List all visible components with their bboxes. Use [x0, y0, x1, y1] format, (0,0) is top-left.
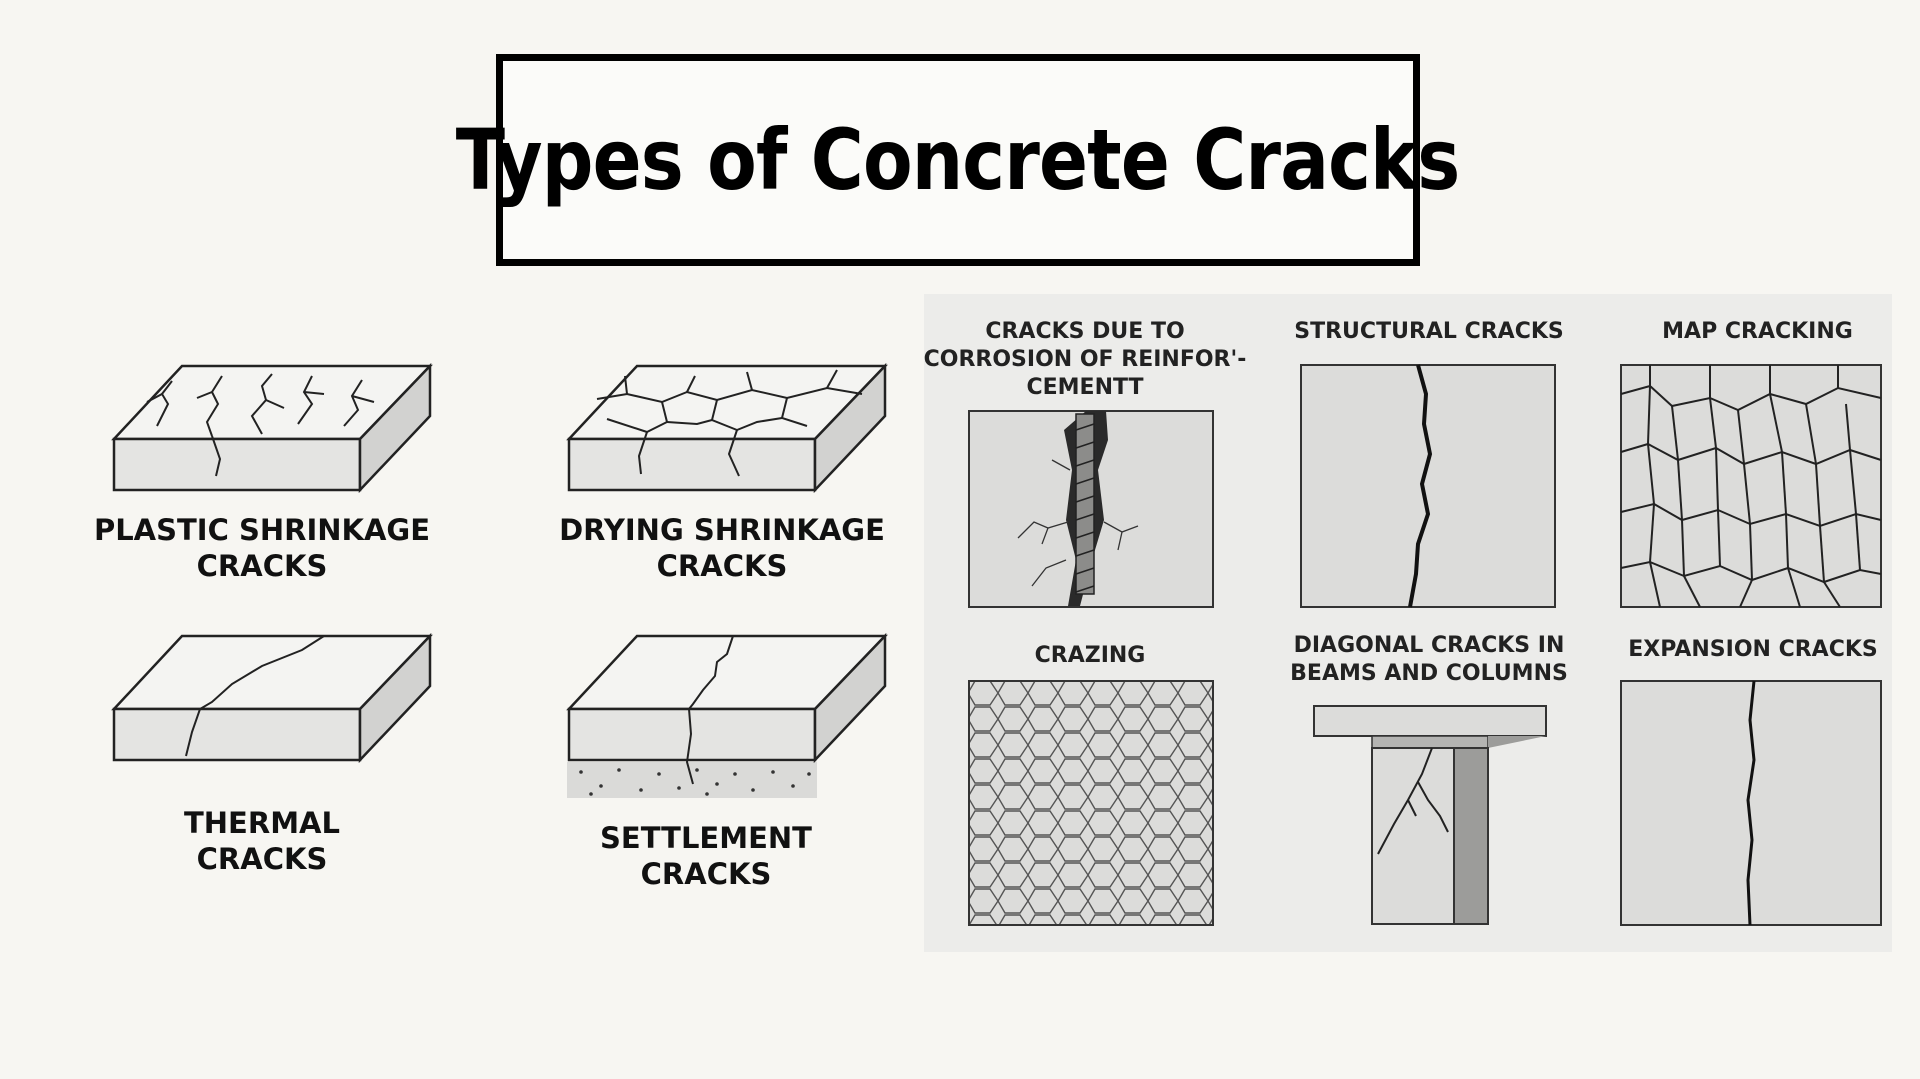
- diagonal-cracks-label: DIAGONAL CRACKS IN BEAMS AND COLUMNS: [1254, 632, 1604, 688]
- expansion-cracks-label: EXPANSION CRACKS: [1578, 636, 1920, 664]
- label-line: CRAZING: [1034, 643, 1146, 668]
- page-title: Types of Concrete Cracks: [456, 111, 1461, 209]
- corrosion-label: CRACKS DUE TO CORROSION OF REINFOR'- CEM…: [920, 318, 1250, 402]
- label-line: CRACKS: [196, 842, 328, 876]
- thermal-label: THERMAL CRACKS: [92, 805, 432, 877]
- structural-crack-icon: [1300, 364, 1556, 608]
- label-line: SETTLEMENT: [600, 821, 812, 855]
- slab-thermal-crack-icon: [111, 632, 433, 764]
- label-line: THERMAL: [184, 806, 340, 840]
- label-line: CRACKS: [656, 549, 788, 583]
- beam-column-crack-icon: [1313, 705, 1547, 925]
- label-line: DRYING SHRINKAGE: [559, 513, 885, 547]
- label-line: MAP CRACKING: [1662, 319, 1853, 344]
- label-line: EXPANSION CRACKS: [1628, 637, 1878, 662]
- plastic-shrinkage-label: PLASTIC SHRINKAGE CRACKS: [92, 512, 432, 584]
- label-line: CRACKS DUE TO: [985, 319, 1185, 344]
- slab-drying-shrinkage-icon: [566, 362, 888, 494]
- label-line: BEAMS AND COLUMNS: [1290, 661, 1568, 686]
- crazing-label: CRAZING: [920, 642, 1260, 670]
- title-box: Types of Concrete Cracks: [456, 54, 1461, 266]
- label-line: CORROSION OF REINFOR'-: [923, 347, 1247, 372]
- settlement-label: SETTLEMENT CRACKS: [536, 820, 876, 892]
- structural-cracks-label: STRUCTURAL CRACKS: [1254, 318, 1604, 346]
- expansion-crack-icon: [1620, 680, 1882, 926]
- crazing-icon: [968, 680, 1214, 926]
- label-line: CRACKS: [196, 549, 328, 583]
- corrosion-rebar-crack-icon: [968, 410, 1214, 608]
- slab-settlement-crack-icon: [566, 632, 888, 798]
- drying-shrinkage-label: DRYING SHRINKAGE CRACKS: [552, 512, 892, 584]
- label-line: CRACKS: [640, 857, 772, 891]
- slab-plastic-shrinkage-icon: [111, 362, 433, 494]
- map-cracking-icon: [1620, 364, 1882, 608]
- label-line: STRUCTURAL CRACKS: [1294, 319, 1564, 344]
- label-line: CEMENTT: [1026, 375, 1144, 400]
- label-line: PLASTIC SHRINKAGE: [93, 513, 431, 547]
- label-line: DIAGONAL CRACKS IN: [1293, 633, 1565, 658]
- map-cracking-label: MAP CRACKING: [1580, 318, 1920, 346]
